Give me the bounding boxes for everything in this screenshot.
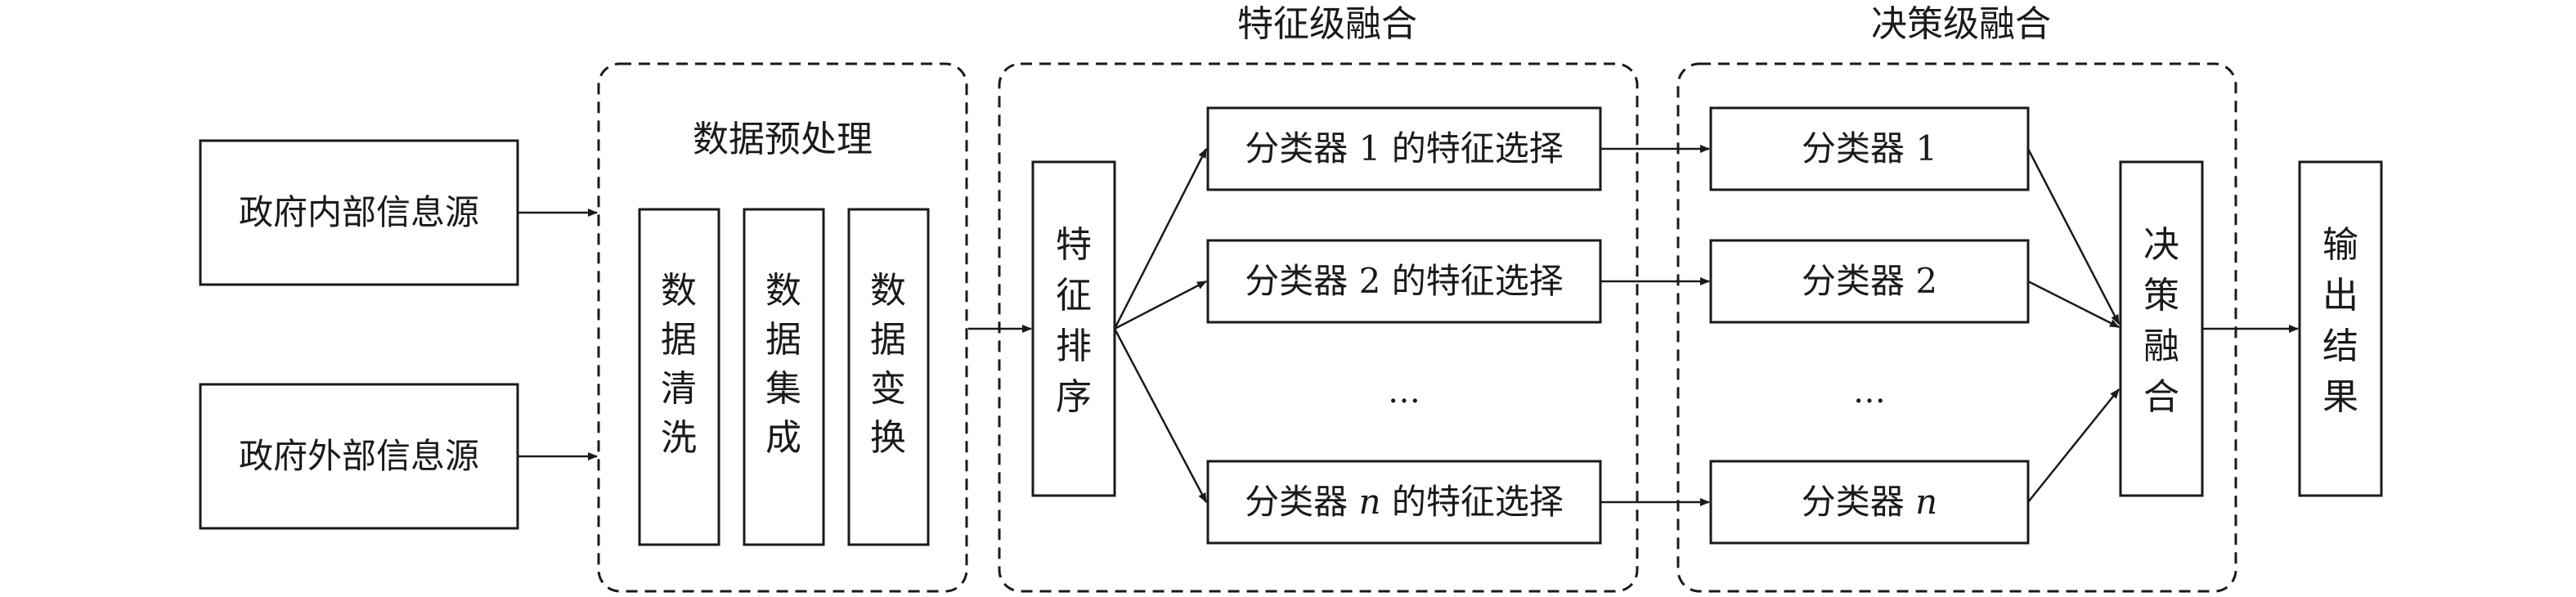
decision-fusion-title: 决策级融合 [1871,3,2051,45]
vertical-char: 合 [2143,376,2179,418]
vertical-char: 序 [1056,376,1092,418]
classifier-box-2 [1709,239,2030,324]
vertical-char: 变 [870,368,906,410]
feature-selection-label-1: 分类器 1 的特征选择 [1245,128,1563,168]
vertical-char: 据 [870,319,906,361]
vertical-char: 据 [765,319,801,361]
decision-fusion-box [2119,160,2204,497]
vertical-char: 集 [765,368,801,410]
arrow-ranking-to-selection-1 [1113,148,1208,330]
vertical-char: 决 [2143,224,2179,266]
vertical-char: 清 [661,368,697,410]
arrow-classifier-n-to-fusion [2027,388,2120,503]
feature-selection-box-n [1206,460,1602,545]
vertical-char: 融 [2143,325,2179,367]
classifier-label-2: 分类器 2 [1802,261,1937,301]
classifier-label-n: 分类器 n [1802,482,1937,522]
vertical-char: 洗 [661,417,697,459]
vertical-char: 结 [2322,325,2358,367]
vertical-char: 据 [661,319,697,361]
arrow-classifier-1-to-fusion [2026,148,2120,325]
classifier-ellipsis: … [1853,373,1886,411]
feature-selection-label-2: 分类器 2 的特征选择 [1245,261,1563,301]
arrow-classifier-2-to-fusion [2027,280,2120,329]
vertical-char: 换 [870,417,906,459]
vertical-char: 成 [765,417,801,459]
output-box [2298,160,2383,497]
vertical-char: 特 [1056,224,1092,266]
feature-selection-ellipsis: … [1388,373,1420,411]
internal-source-box [199,139,519,286]
vertical-char: 排 [1056,325,1092,367]
transformation-box [847,208,930,546]
integration-box [743,208,825,546]
feature-selection-box-2 [1206,239,1602,324]
preprocess-title: 数据预处理 [693,119,873,160]
external-source-box [199,383,519,530]
vertical-char: 数 [765,270,801,312]
vertical-char: 出 [2322,275,2358,316]
cleaning-box [638,208,720,546]
vertical-char: 征 [1056,275,1092,316]
feature-fusion-group [998,62,1639,593]
vertical-char: 数 [870,270,906,312]
vertical-char: 数 [661,270,697,312]
classifier-label-1: 分类器 1 [1802,128,1937,168]
vertical-char: 输 [2322,224,2358,266]
feature-fusion-title: 特征级融合 [1237,3,1417,45]
classifier-box-n [1709,460,2030,545]
classifier-box-1 [1709,106,2030,191]
feature-selection-label-n: 分类器 n 的特征选择 [1245,482,1564,522]
arrow-ranking-to-selection-2 [1114,280,1207,330]
preprocess-group [597,62,968,593]
vertical-char: 果 [2322,376,2358,418]
decision-fusion-group [1676,62,2237,593]
external-source-label: 政府外部信息源 [239,436,479,476]
feature-ranking-box [1031,160,1116,497]
arrow-ranking-to-selection-n [1113,328,1208,503]
internal-source-label: 政府内部信息源 [239,192,479,232]
vertical-char: 策 [2143,275,2179,316]
feature-selection-box-1 [1206,106,1602,191]
